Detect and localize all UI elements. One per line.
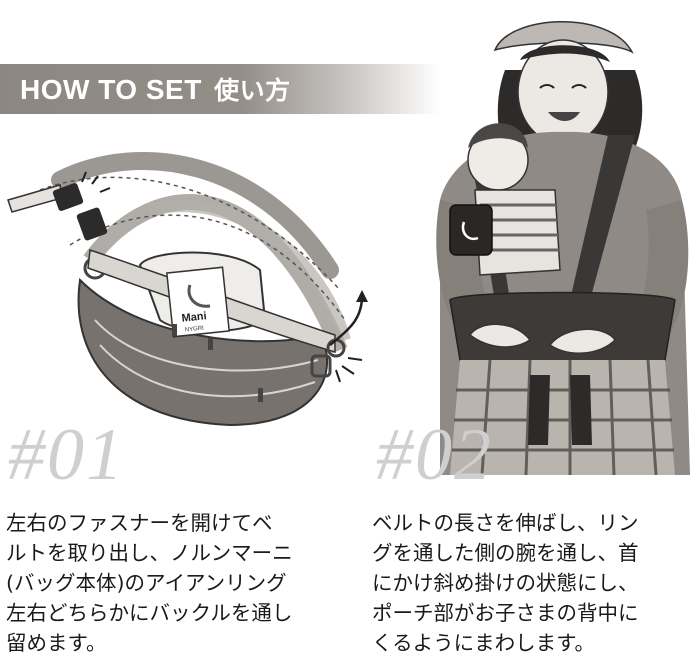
step-1-line: ルトを取り出し、ノルンマーニ	[6, 541, 293, 565]
sparkle-marks	[81, 171, 111, 193]
step-1-line: 左右のファスナーを開けてベ	[6, 511, 273, 535]
step-2-line: ベルトの長さを伸ばし、リン	[372, 511, 639, 535]
step-2-number: #02	[376, 414, 493, 496]
mother-carrying-child-illustration	[436, 21, 690, 475]
step-2-description: ベルトの長さを伸ばし、リン グを通した側の腕を通し、首 にかけ斜め掛けの状態にし…	[372, 508, 698, 658]
step-2-line: くるようにまわします。	[372, 631, 596, 655]
bag-brand-text: Mani	[181, 310, 207, 325]
banner-title: HOW TO SET 使い方	[20, 71, 291, 107]
how-to-set-banner	[0, 64, 440, 114]
step-2-line: にかけ斜め掛けの状態にし、	[372, 571, 639, 595]
step-1-line: 留めます。	[6, 631, 107, 655]
banner-title-en: HOW TO SET	[20, 74, 202, 105]
step-2-line: グを通した側の腕を通し、首	[372, 541, 639, 565]
step-2-line: ポーチ部がお子さまの背中に	[372, 601, 639, 625]
bag-logo-patch: Mani NYGRI	[165, 266, 231, 338]
step-1-number: #01	[8, 414, 125, 496]
step-1-description: 左右のファスナーを開けてベ ルトを取り出し、ノルンマーニ (バッグ本体)のアイア…	[6, 508, 356, 658]
banner-title-jp: 使い方	[214, 76, 291, 105]
step-1-line: (バッグ本体)のアイアンリング	[6, 571, 287, 595]
bag-brand-subtext: NYGRI	[185, 326, 205, 334]
step-1-line: 左右どちらかにバックルを通し	[6, 601, 293, 625]
bag-illustration: Mani NYGRI	[7, 152, 368, 427]
